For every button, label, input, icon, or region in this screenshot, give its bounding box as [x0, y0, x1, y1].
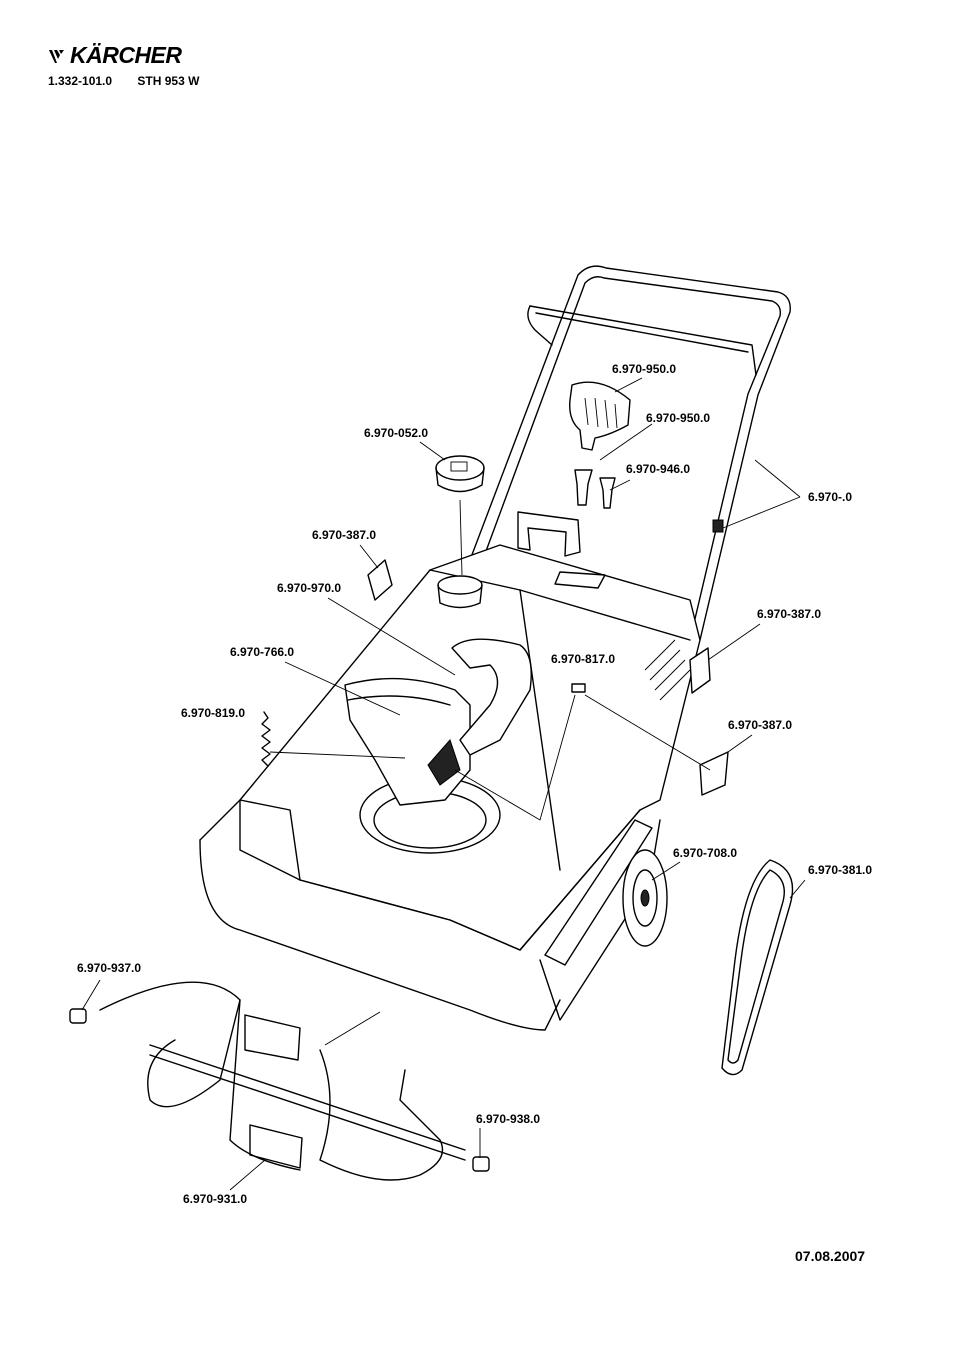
handle-grip — [569, 381, 631, 451]
brand-logo: KÄRCHER — [48, 44, 182, 67]
handle-bolts — [571, 469, 616, 693]
part-label-handle-grip: 6.970-950.0 — [612, 362, 677, 376]
part-label-knob-right-lower: 6.970-387.0 — [728, 718, 793, 732]
part-label-belt: 6.970-381.0 — [808, 863, 873, 877]
part-label-handle-bolt: 6.970-950.0 — [646, 411, 711, 425]
part-label-handle-frame: 6.970-.0 — [808, 490, 853, 504]
spring — [261, 711, 271, 767]
part-label-fuel-cap: 6.970-052.0 — [364, 426, 429, 440]
part-label-bearing-left: 6.970-937.0 — [77, 961, 142, 975]
model-name: STH 953 W — [137, 74, 200, 88]
discharge-chute — [344, 638, 532, 806]
document-date: 07.08.2007 — [795, 1248, 866, 1264]
handle-frame — [469, 265, 791, 641]
part-label-chute: 6.970-766.0 — [230, 645, 295, 659]
part-label-knob-right-upper: 6.970-387.0 — [757, 607, 822, 621]
brand-mark-icon — [49, 49, 64, 63]
auger — [99, 981, 466, 1181]
drive-belt — [721, 859, 794, 1076]
brand-name: KÄRCHER — [70, 42, 182, 68]
part-label-bearing-right: 6.970-938.0 — [476, 1112, 541, 1126]
part-label-chute-crank: 6.970-970.0 — [277, 581, 342, 595]
leader-lines — [81, 377, 806, 1191]
part-label-auger: 6.970-931.0 — [183, 1192, 248, 1206]
fuel-cap — [435, 455, 485, 493]
wheel — [622, 849, 668, 947]
article-number: 1.332-101.0 — [48, 74, 113, 88]
document-header: 1.332-101.0 STH 953 W — [48, 74, 221, 88]
part-label-knob-left: 6.970-387.0 — [312, 528, 377, 542]
bearings — [69, 1008, 490, 1172]
knobs — [367, 559, 729, 796]
part-label-handle-screw: 6.970-946.0 — [626, 462, 691, 476]
part-label-wheel: 6.970-708.0 — [673, 846, 738, 860]
part-label-bolt-817: 6.970-817.0 — [551, 652, 616, 666]
part-label-spring: 6.970-819.0 — [181, 706, 246, 720]
